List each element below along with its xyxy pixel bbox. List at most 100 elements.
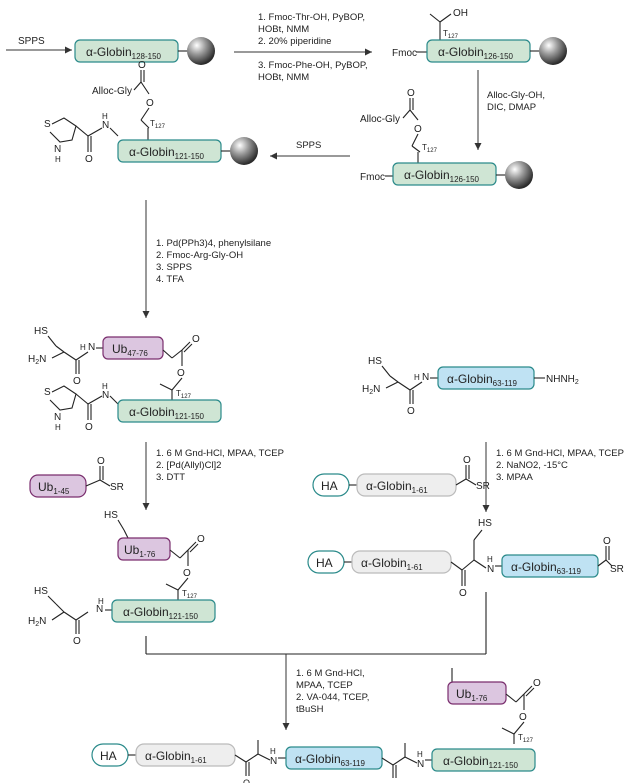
svg-text:HS: HS <box>34 326 48 337</box>
svg-text:HS: HS <box>34 586 48 597</box>
ha-globin-1-61-thioester: HA α-Globin1-61 O SR <box>312 455 490 497</box>
spps-label-top: SPPS <box>18 36 45 47</box>
fmoc-label-1: Fmoc <box>392 48 417 59</box>
merge-bracket <box>145 592 487 655</box>
svg-text:O: O <box>177 368 185 379</box>
conditions-5: 1. 6 M Gnd-HCl, MPAA, TCEP 2. [Pd(Allyl)… <box>156 448 284 483</box>
svg-text:SR: SR <box>476 481 490 492</box>
svg-text:HOBt, NMM: HOBt, NMM <box>258 72 309 83</box>
svg-text:HS: HS <box>478 518 492 529</box>
svg-text:H: H <box>55 423 61 432</box>
svg-text:3. DTT: 3. DTT <box>156 472 185 483</box>
svg-text:Ub1-76: Ub1-76 <box>124 543 156 559</box>
ub-1-45-thioester: Ub1-45 O SR <box>29 456 124 498</box>
thiazolidine-2: S N H O N H <box>44 382 119 433</box>
svg-text:H: H <box>487 555 493 564</box>
resin-bead-4 <box>230 137 258 165</box>
svg-text:α-Globin63-119: α-Globin63-119 <box>447 372 517 388</box>
final-product-chain: HA α-Globin1-61 O N H α-Globin63-119 N H… <box>91 740 536 783</box>
svg-text:T127: T127 <box>518 733 534 744</box>
conditions-1: 1. Fmoc-Thr-OH, PyBOP, HOBt, NMM 2. 20% … <box>258 12 368 83</box>
svg-text:HS: HS <box>368 356 382 367</box>
fmoc-label-2: Fmoc <box>360 172 385 183</box>
svg-text:α-Globin126-150: α-Globin126-150 <box>404 168 480 184</box>
svg-text:T127: T127 <box>182 589 198 600</box>
svg-text:2. VA-044, TCEP,: 2. VA-044, TCEP, <box>296 692 369 703</box>
pill-ub-47-76: Ub47-76 <box>102 336 164 360</box>
svg-text:H: H <box>102 382 108 391</box>
svg-text:O: O <box>463 455 471 466</box>
svg-text:S: S <box>44 119 51 130</box>
svg-text:N: N <box>54 144 61 155</box>
svg-text:Ub1-45: Ub1-45 <box>38 480 70 496</box>
svg-text:α-Globin1-61: α-Globin1-61 <box>145 749 207 765</box>
ub-1-76-conjugate: HS Ub1-76 O O T127 <box>104 510 205 600</box>
pill-globin-121-150-a: α-Globin121-150 <box>117 139 222 163</box>
svg-text:α-Globin128-150: α-Globin128-150 <box>86 45 162 61</box>
svg-text:N: N <box>88 342 95 353</box>
cys-hydrazide-branch: HS H2N O N H <box>362 356 438 417</box>
spps-label-2: SPPS <box>296 140 321 151</box>
svg-text:N: N <box>487 564 494 575</box>
alloc-gly-ester-left: Alloc-Gly O O T127 <box>92 60 166 140</box>
svg-text:N: N <box>270 756 277 767</box>
svg-text:HS: HS <box>104 510 118 521</box>
resin-bead-3 <box>505 161 533 189</box>
svg-text:HOBt, NMM: HOBt, NMM <box>258 24 309 35</box>
svg-text:O: O <box>138 60 146 71</box>
svg-text:O: O <box>533 678 541 689</box>
resin-bead-2 <box>539 37 567 65</box>
svg-text:H: H <box>55 155 61 164</box>
svg-text:H: H <box>417 750 423 759</box>
svg-text:Alloc-Gly: Alloc-Gly <box>360 114 400 125</box>
thiazolidine-1: S N H O N H <box>44 112 119 165</box>
svg-text:1. 6 M Gnd-HCl, MPAA, TCEP: 1. 6 M Gnd-HCl, MPAA, TCEP <box>156 448 284 459</box>
svg-text:HA: HA <box>316 556 333 570</box>
svg-text:α-Globin121-150: α-Globin121-150 <box>129 145 205 161</box>
svg-text:O: O <box>73 636 81 647</box>
svg-text:2. 20% piperidine: 2. 20% piperidine <box>258 36 331 47</box>
svg-text:O: O <box>519 712 527 723</box>
svg-text:O: O <box>192 334 200 345</box>
svg-text:SR: SR <box>110 482 124 493</box>
svg-text:N: N <box>54 412 61 423</box>
pill-globin-126-150-b: α-Globin126-150 <box>392 162 497 186</box>
svg-text:α-Globin121-150: α-Globin121-150 <box>123 605 199 621</box>
svg-text:O: O <box>197 534 205 545</box>
svg-text:O: O <box>414 124 422 135</box>
svg-text:3. SPPS: 3. SPPS <box>156 262 192 273</box>
svg-text:N: N <box>102 390 109 401</box>
svg-text:H: H <box>98 597 104 606</box>
svg-text:O: O <box>603 536 611 547</box>
svg-text:HA: HA <box>321 479 338 493</box>
svg-text:1. 6 M Gnd-HCl, MPAA, TCEP: 1. 6 M Gnd-HCl, MPAA, TCEP <box>496 448 624 459</box>
svg-text:OH: OH <box>453 8 468 19</box>
svg-text:O: O <box>459 588 467 599</box>
svg-text:α-Globin63-119: α-Globin63-119 <box>511 560 581 576</box>
ester-link-1: O O T127 <box>159 334 200 400</box>
svg-text:α-Globin1-61: α-Globin1-61 <box>366 479 428 495</box>
svg-text:Ub47-76: Ub47-76 <box>112 342 148 358</box>
svg-text:H: H <box>414 373 420 382</box>
svg-text:α-Globin121-150: α-Globin121-150 <box>443 754 519 770</box>
cys-ub-branch: HS H2N O N H <box>28 326 103 387</box>
svg-text:H2N: H2N <box>362 384 380 396</box>
svg-text:N: N <box>96 604 103 615</box>
svg-text:Alloc-Gly: Alloc-Gly <box>92 86 132 97</box>
resin-bead-1 <box>187 37 215 65</box>
svg-text:O: O <box>85 154 93 165</box>
svg-text:SR: SR <box>610 564 624 575</box>
svg-text:HA: HA <box>100 749 117 763</box>
hydrazide-label: NHNH2 <box>546 374 579 386</box>
svg-text:Ub1-76: Ub1-76 <box>456 687 488 703</box>
svg-text:2. [Pd(Allyl)Cl]2: 2. [Pd(Allyl)Cl]2 <box>156 460 221 471</box>
svg-text:O: O <box>97 456 105 467</box>
svg-text:2. Fmoc-Arg-Gly-OH: 2. Fmoc-Arg-Gly-OH <box>156 250 243 261</box>
svg-text:α-Globin126-150: α-Globin126-150 <box>438 45 514 61</box>
svg-text:H2N: H2N <box>28 616 46 628</box>
final-ub-branch: Ub1-76 O O T127 <box>447 668 541 744</box>
svg-text:O: O <box>243 778 250 783</box>
svg-text:O: O <box>407 406 415 417</box>
conditions-6: 1. 6 M Gnd-HCl, MPAA, TCEP 2. NaNO2, -15… <box>496 448 624 483</box>
